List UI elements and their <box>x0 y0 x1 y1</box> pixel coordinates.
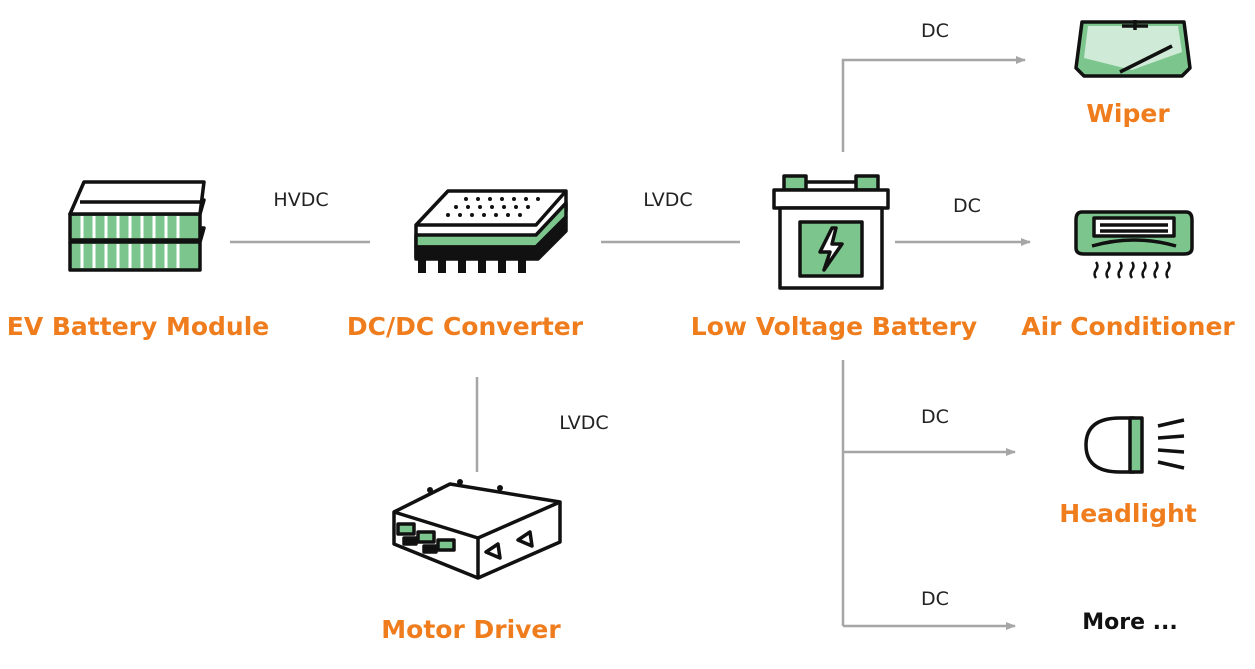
node-label-air-conditioner: Air Conditioner <box>1021 312 1235 341</box>
edge-label-hvdc: HVDC <box>273 189 329 211</box>
edge-label-dc-more: DC <box>921 588 949 610</box>
headlight-icon <box>1084 416 1185 474</box>
motor-driver-icon <box>392 479 562 580</box>
edge-label-dc-ac: DC <box>953 195 981 217</box>
node-label-dcdc: DC/DC Converter <box>346 312 584 341</box>
node-label-low-voltage-battery: Low Voltage Battery <box>690 312 978 341</box>
node-label-headlight: Headlight <box>1059 499 1197 528</box>
line-battery-to-wiper <box>841 56 1026 152</box>
battery-module-icon <box>68 180 206 272</box>
node-label-ev-battery: EV Battery Module <box>6 312 270 341</box>
air-conditioner-icon <box>1074 210 1194 279</box>
edge-label-dc-headlight: DC <box>921 406 949 428</box>
edge-label-lvdc-motor: LVDC <box>559 412 609 434</box>
node-label-motor-driver: Motor Driver <box>381 615 561 644</box>
node-label-more: More ... <box>1082 610 1178 635</box>
node-label-wiper: Wiper <box>1086 99 1170 128</box>
edge-label-dc-wiper: DC <box>921 20 949 42</box>
car-battery-icon <box>772 174 890 290</box>
wiper-icon <box>1074 20 1192 78</box>
edge-label-lvdc-battery: LVDC <box>643 189 693 211</box>
dcdc-converter-icon <box>414 189 568 273</box>
